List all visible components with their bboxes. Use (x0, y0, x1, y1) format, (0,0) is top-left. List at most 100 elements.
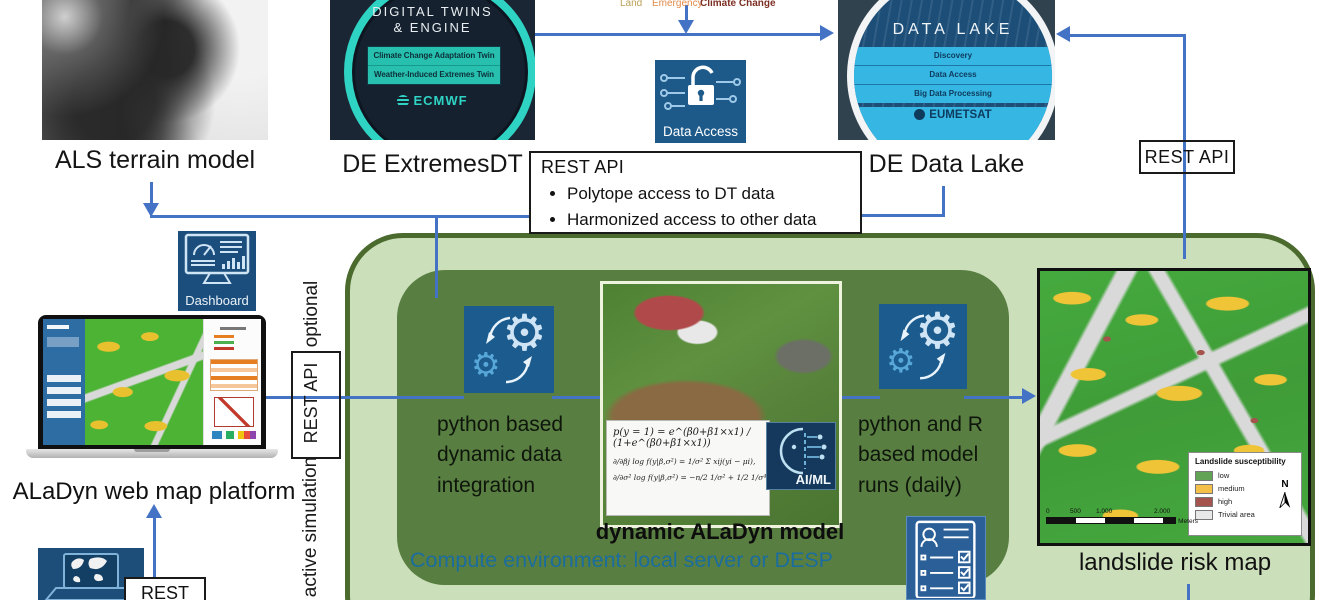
world-laptop-icon (38, 548, 144, 600)
risk-map-label: landslide risk map (1078, 549, 1272, 576)
arrowhead-into-riskmap (1022, 388, 1036, 404)
tag-emergency: Emergency (652, 0, 703, 9)
rest-api-bullets: Polytope access to DT data Harmonized ac… (549, 181, 860, 232)
arrowhead-to-platform (146, 504, 162, 518)
data-lake-logo: DATA LAKE Discovery Data Access Big Data… (838, 0, 1055, 140)
dashboard-monitor-icon (184, 233, 250, 284)
step-integration-text: python based dynamic data integration (437, 413, 564, 497)
gear-icon: ⚙ (502, 306, 547, 362)
extremes-dt-logo-banner: Climate Change Adaptation Twin Weather-I… (367, 46, 501, 85)
document-checklist-icon (915, 520, 976, 600)
eumetsat-icon (914, 109, 926, 120)
cycle-arrows-icon (900, 314, 946, 380)
web-app-logos (212, 431, 256, 439)
ai-ml-label: AI/ML (795, 472, 831, 487)
edge-datalake-down (942, 186, 945, 217)
cycle-arrows-icon (486, 316, 532, 384)
ai-face-circuit-icon (779, 427, 827, 475)
report-checklist-icon (906, 516, 986, 600)
gear-icon: ⚙ (471, 345, 501, 384)
ecmwf-logo: ECMWF (330, 93, 535, 108)
arrowhead-to-datalake (820, 25, 834, 41)
edge-datalake-to-restapi (861, 214, 945, 217)
globe-laptop-icon (44, 553, 138, 600)
legend-swatch-low (1195, 470, 1213, 481)
laptop-screen (38, 315, 266, 449)
web-app-panel (203, 319, 261, 445)
edge-restapi-right-top (1068, 34, 1186, 37)
legend-row-medium: medium (1195, 482, 1297, 495)
edge-datalake-restapi-right (1183, 35, 1186, 259)
arrowhead-tags-down (678, 20, 694, 34)
legend-swatch-trivial (1195, 509, 1213, 520)
rest-api-left-label: REST API (301, 362, 321, 444)
edge-als-to-restapi (150, 215, 531, 218)
compute-environment-label: Compute environment: local server or DES… (410, 548, 834, 572)
ecmwf-flag-icon (397, 95, 410, 107)
gear-icon: ⚙ (886, 341, 916, 380)
extremes-dt-logo-title: DIGITAL TWINS & ENGINE (372, 4, 493, 36)
legend-row-low: low (1195, 469, 1297, 482)
data-access-icon: Data Access (655, 60, 746, 143)
gear-icon: ⚙ (915, 304, 960, 360)
edge-als-down (150, 182, 153, 206)
model-runs-gears-icon: ⚙ ⚙ (879, 304, 967, 389)
rest-api-box-bottom: REST API (124, 577, 206, 600)
arrowhead-als-down (143, 203, 159, 217)
web-app-map (85, 319, 203, 445)
laptop-base (26, 449, 278, 458)
edge-extremesdt-to-datalake (535, 33, 822, 36)
rest-api-box-left (291, 351, 341, 459)
model-formulas: p(y = 1) = e^(β0+β1×x1) / (1+e^(β0+β1×x1… (606, 420, 770, 516)
north-arrow-icon: N (1276, 479, 1294, 513)
eumetsat-logo: EUMETSAT (854, 107, 1052, 140)
rest-api-title: REST API (541, 157, 625, 177)
web-app-legend (212, 327, 254, 353)
ai-ml-icon: AI/ML (766, 422, 836, 490)
extremes-dt-logo: DIGITAL TWINS & ENGINE Climate Change Ad… (330, 0, 535, 140)
edge-platform-to-integration (264, 396, 464, 399)
web-app-table (210, 359, 258, 391)
edge-runs-to-map (964, 396, 1026, 399)
als-terrain-label: ALS terrain model (54, 146, 256, 174)
legend-swatch-medium (1195, 483, 1213, 494)
dashboard-label: Dashboard (185, 293, 249, 308)
dashboard-icon: Dashboard (178, 231, 256, 311)
data-lake-logo-circle: DATA LAKE Discovery Data Access Big Data… (847, 0, 1055, 140)
web-platform-label: ALaDyn web map platform (12, 478, 296, 505)
scalebar-ticks: 0 500 1.000 2.000 (1046, 508, 1171, 515)
web-app-sidebar (43, 319, 85, 445)
arrowhead-into-datalake (1056, 26, 1070, 42)
edge-integration-to-model (552, 396, 602, 399)
edge-restapi-up (153, 516, 156, 577)
tag-climate-change: Climate Change (700, 0, 776, 9)
web-app-chart (214, 397, 254, 427)
web-map-app (43, 319, 261, 445)
padlock-circuit-icon (660, 65, 741, 110)
extremes-dt-label: DE ExtremesDT (342, 150, 523, 178)
dynamic-model-label: dynamic ALaDyn model (595, 519, 845, 544)
step-runs-text: python and R based model runs (daily) (858, 413, 983, 497)
data-access-label: Data Access (662, 124, 739, 139)
data-lake-label: DE Data Lake (868, 150, 1025, 178)
edge-tags-down (685, 5, 688, 21)
risk-map-legend: Landslide susceptibility low medium high… (1188, 452, 1302, 536)
legend-row-high: high (1195, 495, 1297, 508)
laptop-notch (134, 449, 170, 452)
als-terrain-image (42, 0, 268, 140)
data-lake-logo-band: Discovery Data Access Big Data Processin… (854, 47, 1052, 103)
scalebar-bar (1046, 517, 1176, 524)
edge-riskmap-down (1187, 584, 1190, 600)
rest-api-bullet: Polytope access to DT data (567, 181, 860, 207)
risk-map-scalebar: 0 500 1.000 2.000 Meters (1046, 508, 1198, 525)
rest-api-box-right: REST API (1139, 140, 1235, 174)
edge-branch-into-compute (435, 215, 438, 298)
rest-api-bullet: Harmonized access to other data (567, 207, 860, 233)
data-integration-gears-icon: ⚙ ⚙ (464, 306, 554, 393)
legend-row-trivial: Trivial area (1195, 508, 1297, 521)
rest-api-box-main: REST API Polytope access to DT data Harm… (529, 151, 862, 234)
tag-land: Land (620, 0, 643, 9)
active-simulation-label: active simulation (300, 456, 321, 598)
landslide-risk-map-image (1037, 268, 1311, 546)
